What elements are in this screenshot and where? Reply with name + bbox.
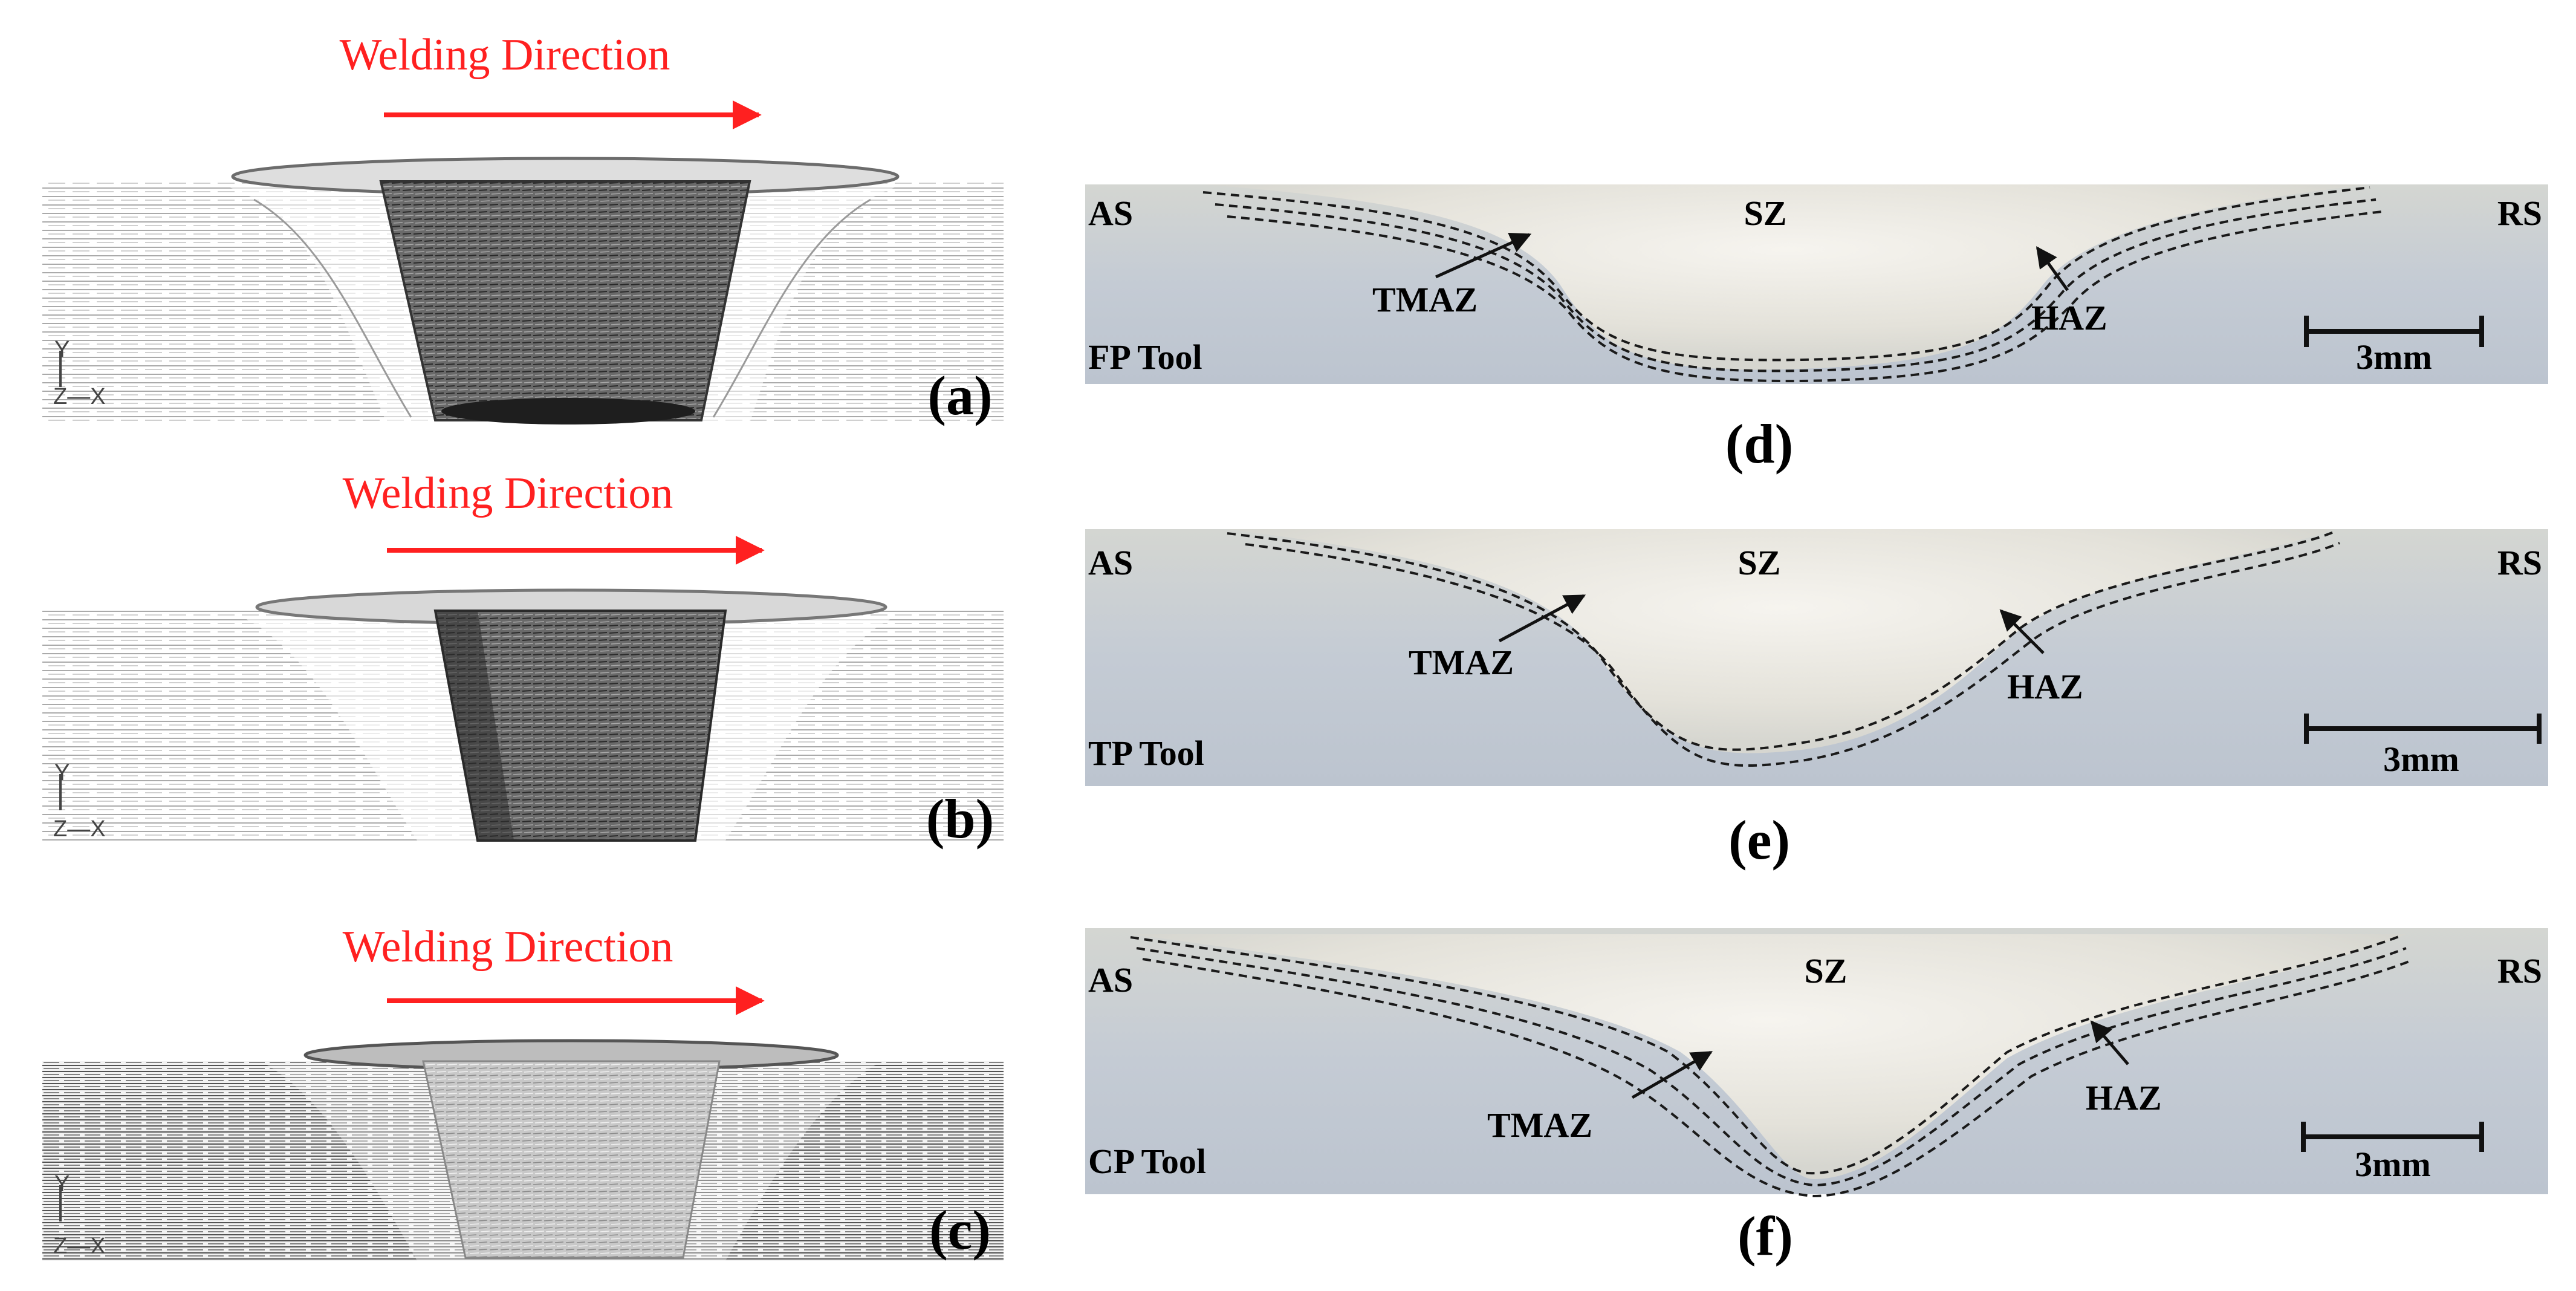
macrograph-panel-e: AS SZ RS TMAZ HAZ TP Tool 3mm (e) xyxy=(1085,529,2548,871)
haz-pointer-arrow xyxy=(2036,246,2069,291)
haz-label: HAZ xyxy=(2007,667,2083,706)
panel-label-e: (e) xyxy=(1728,809,1790,871)
simulation-panel-a: Welding Direction Y Z—X (a) xyxy=(42,30,1004,426)
welding-direction-label: Welding Direction xyxy=(340,30,670,80)
axis-y-label: Y xyxy=(54,337,70,362)
stir-zone-region xyxy=(1227,529,2334,753)
haz-pointer-arrow xyxy=(1999,609,2045,654)
haz-pointer-arrow xyxy=(2090,1020,2129,1065)
panel-label-b: (b) xyxy=(926,788,994,850)
tmaz-label: TMAZ xyxy=(1409,643,1514,682)
scale-bar-label: 3mm xyxy=(2356,337,2432,377)
stir-zone-region xyxy=(1131,934,2406,1179)
simulation-panel-c: Welding Direction Y Z—X (c) xyxy=(42,922,1004,1261)
panel-label-d: (d) xyxy=(1725,413,1793,475)
advancing-side-label: AS xyxy=(1088,543,1133,582)
axis-zx-label: Z—X xyxy=(53,384,106,409)
tmaz-pointer-arrow xyxy=(1435,233,1532,279)
scale-bar xyxy=(2304,316,2484,347)
axis-zx-label: Z—X xyxy=(53,1234,106,1259)
panel-label-c: (c) xyxy=(929,1199,991,1261)
haz-label: HAZ xyxy=(2086,1078,2162,1117)
welding-direction-label: Welding Direction xyxy=(343,469,673,518)
zone-boundaries xyxy=(1227,531,2340,767)
stir-zone-label: SZ xyxy=(1744,193,1787,233)
scale-bar-label: 3mm xyxy=(2355,1145,2431,1184)
stir-zone-region xyxy=(1203,184,2370,370)
zone-boundaries xyxy=(1202,186,2383,383)
stir-zone-label: SZ xyxy=(1738,543,1781,582)
panel-label-a: (a) xyxy=(927,365,992,426)
tool-name-label: FP Tool xyxy=(1088,337,1202,377)
advancing-side-label: AS xyxy=(1088,960,1133,1000)
tool-pin-cylindrical xyxy=(422,1060,721,1259)
axis-zx-label: Z—X xyxy=(53,816,106,842)
tmaz-label: TMAZ xyxy=(1372,280,1478,319)
tool-pin-fluted xyxy=(379,180,751,421)
tmaz-label: TMAZ xyxy=(1487,1105,1592,1145)
simulation-panel-b: Welding Direction Y Z—X (b) xyxy=(42,469,1004,850)
stir-zone-label: SZ xyxy=(1805,951,1848,990)
retreating-side-label: RS xyxy=(2497,543,2542,582)
retreating-side-label: RS xyxy=(2497,193,2542,233)
panel-label-f: (f) xyxy=(1737,1205,1793,1267)
tool-name-label: TP Tool xyxy=(1088,733,1204,773)
haz-label: HAZ xyxy=(2031,298,2107,337)
axis-y-label: Y xyxy=(54,1171,70,1197)
retreating-side-label: RS xyxy=(2497,951,2542,990)
zone-boundaries xyxy=(1130,935,2413,1198)
macrograph-panel-f: AS SZ RS TMAZ HAZ CP Tool 3mm (f) xyxy=(1085,928,2548,1267)
tmaz-pointer-arrow xyxy=(1498,594,1586,643)
tool-name-label: CP Tool xyxy=(1088,1142,1206,1181)
advancing-side-label: AS xyxy=(1088,193,1133,233)
welding-direction-label: Welding Direction xyxy=(343,922,673,972)
tmaz-pointer-arrow xyxy=(1631,1050,1713,1099)
axis-y-label: Y xyxy=(54,760,70,785)
scale-bar xyxy=(2301,1122,2484,1152)
scale-bar xyxy=(2304,714,2542,744)
scale-bar-label: 3mm xyxy=(2383,740,2459,779)
macrograph-panel-d: AS SZ RS TMAZ HAZ FP Tool 3mm (d) xyxy=(1085,184,2548,475)
